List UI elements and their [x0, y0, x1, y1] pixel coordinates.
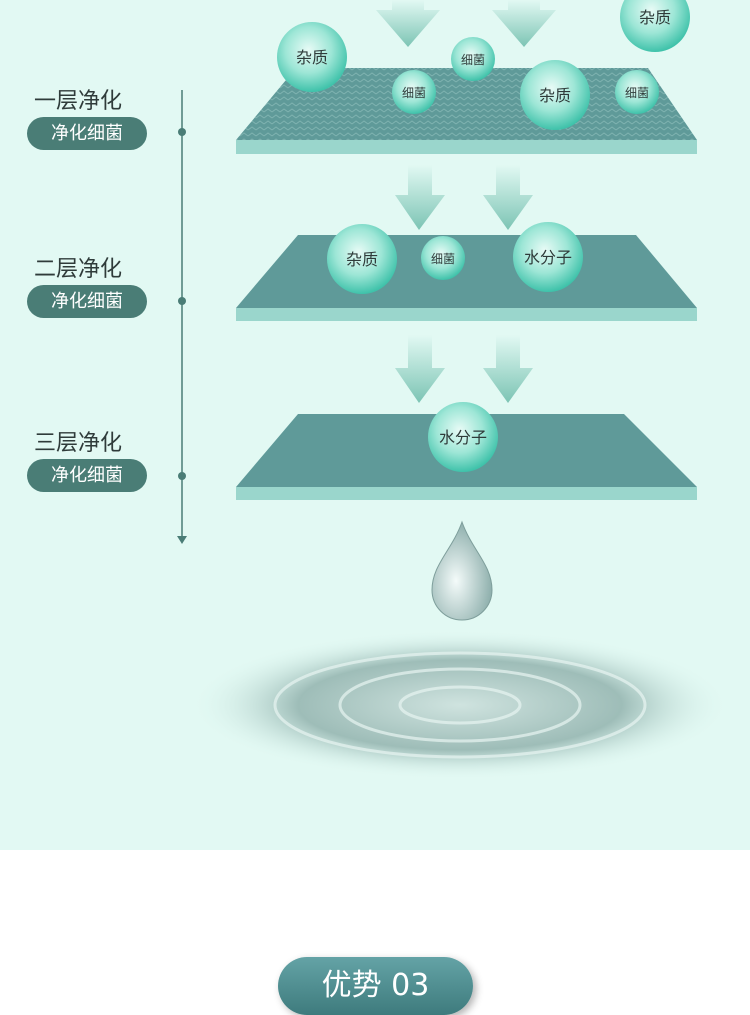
particle-impurity: 杂质	[296, 48, 328, 67]
particle-bacteria: 细菌	[625, 86, 649, 100]
arrow-icon	[492, 0, 556, 47]
water-ripple	[190, 630, 730, 780]
level-1-title: 一层净化	[34, 89, 123, 114]
particle-water: 水分子	[439, 428, 487, 447]
arrow-icon	[395, 165, 445, 230]
arrow-icon	[395, 335, 445, 403]
level-3-title: 三层净化	[34, 431, 123, 456]
level-1-tag: 净化细菌	[27, 117, 147, 150]
water-drop-icon	[431, 520, 493, 621]
arrow-icon	[483, 335, 533, 403]
particle-bacteria: 细菌	[402, 86, 426, 100]
particle-impurity: 杂质	[539, 86, 571, 105]
particle-water: 水分子	[524, 248, 572, 267]
filter-layer-2	[236, 235, 697, 321]
particle-bacteria: 细菌	[461, 53, 485, 67]
particle-impurity: 杂质	[346, 250, 378, 269]
level-2-title: 二层净化	[34, 257, 123, 282]
particle-bacteria: 细菌	[431, 252, 455, 266]
particle-impurity: 杂质	[639, 8, 671, 27]
arrow-icon	[376, 0, 440, 47]
level-3-tag: 净化细菌	[27, 459, 147, 492]
level-2-tag: 净化细菌	[27, 285, 147, 318]
advantage-badge: 优势 03	[278, 957, 473, 1015]
arrow-icon	[483, 165, 533, 230]
